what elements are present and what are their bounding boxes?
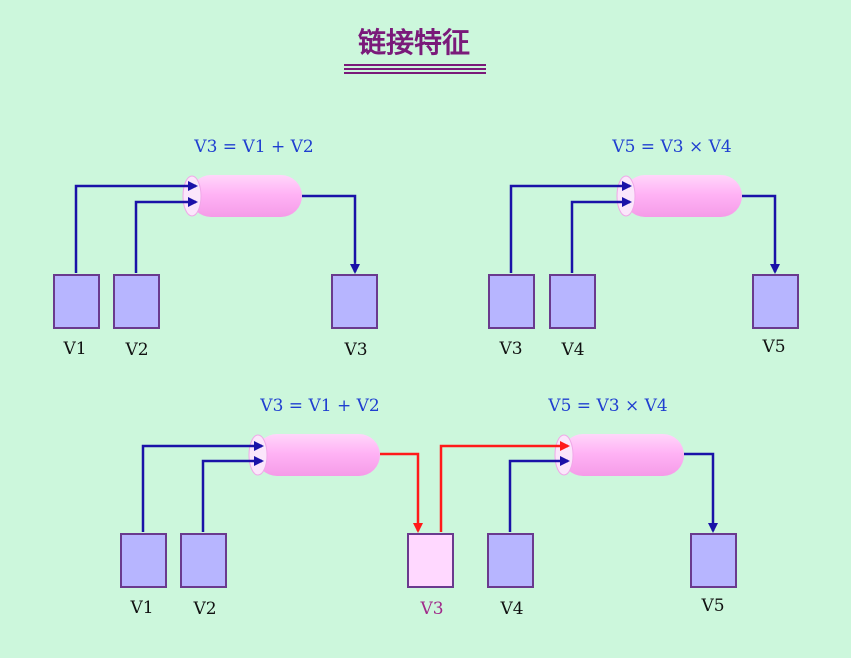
wire-add-top-to-v3	[302, 194, 360, 274]
top-right-diagram: V5 = V3 × V4 V3 V4 V5	[488, 137, 799, 360]
wire-v2-to-add-bottom	[201, 456, 264, 532]
register-v4-right	[549, 274, 596, 329]
wire-v1-to-add-top	[74, 181, 198, 273]
register-v5-right	[752, 274, 799, 329]
register-v1-bottom	[120, 533, 167, 588]
chain-wire-v3-to-mul	[439, 441, 570, 532]
label-v2-bottom: V2	[192, 599, 216, 619]
pipeline-add-top	[182, 175, 302, 217]
register-v1-top	[53, 274, 100, 329]
register-v3-right	[488, 274, 535, 329]
register-v3-top	[331, 274, 378, 329]
pipeline-add-bottom	[248, 434, 380, 476]
chain-wire-add-to-v3	[380, 452, 423, 533]
register-v3-intermediate	[407, 533, 454, 588]
register-v2-bottom	[180, 533, 227, 588]
label-v3-right: V3	[498, 339, 522, 359]
label-v3-intermediate: V3	[419, 599, 443, 619]
wire-v3-to-mul-top	[509, 181, 632, 273]
wire-mul-top-to-v5	[742, 194, 780, 274]
wire-v1-to-add-bottom	[141, 441, 264, 532]
top-left-diagram: V3 = V1 + V2 V1 V2 V3	[53, 137, 378, 360]
label-v1-bottom: V1	[129, 598, 153, 618]
wire-v4-to-mul-top	[570, 197, 632, 273]
register-v4-bottom	[487, 533, 534, 588]
label-v5-bottom: V5	[700, 596, 724, 616]
label-v2-top: V2	[124, 340, 148, 360]
label-v1-top: V1	[62, 339, 86, 359]
pipeline-mul-top	[616, 175, 742, 217]
bottom-chain-diagram: V3 = V1 + V2 V5 = V3 × V4 V1 V2 V3 V4 V5	[120, 396, 737, 619]
register-v2-top	[113, 274, 160, 329]
wire-v2-to-add-top	[134, 197, 198, 273]
equation-mul-top: V5 = V3 × V4	[611, 137, 731, 157]
wire-mul-bottom-to-v5	[684, 452, 718, 533]
register-v5-bottom	[690, 533, 737, 588]
label-v5-right: V5	[761, 337, 785, 357]
equation-add-top: V3 = V1 + V2	[193, 137, 313, 157]
equation-add-bottom: V3 = V1 + V2	[259, 396, 379, 416]
page-title: 链接特征	[358, 26, 470, 59]
label-v4-right: V4	[560, 340, 584, 360]
label-v3-top: V3	[343, 340, 367, 360]
label-v4-bottom: V4	[499, 599, 523, 619]
equation-mul-bottom: V5 = V3 × V4	[547, 396, 667, 416]
pipeline-mul-bottom	[554, 434, 684, 476]
wire-v4-to-mul-bottom	[508, 456, 570, 532]
